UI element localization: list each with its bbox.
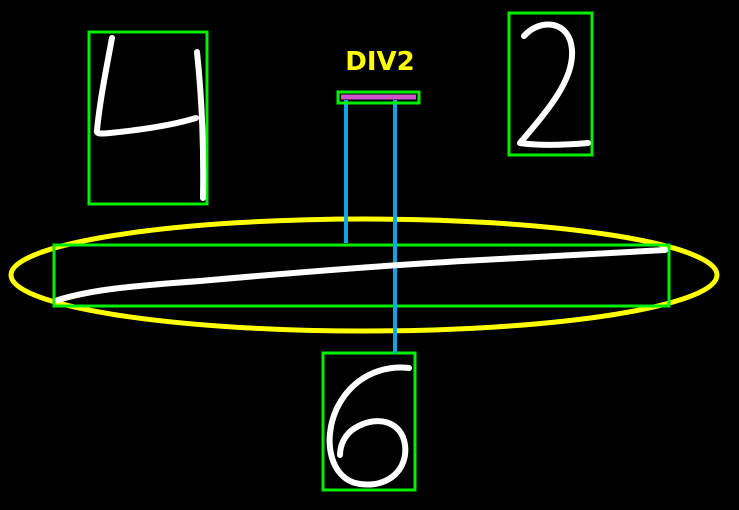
digit-4-strokes — [93, 35, 207, 201]
operator-label: DIV2 — [345, 47, 414, 77]
fraction-line-stroke — [55, 247, 668, 303]
digit-2-strokes — [517, 21, 591, 148]
digit-2-box — [507, 11, 594, 157]
fraction-line-box — [52, 243, 671, 308]
digit-6-strokes — [326, 364, 412, 488]
fraction-bar-ellipse — [8, 216, 720, 334]
digit-6-box — [321, 351, 417, 492]
operator-marker-box — [336, 90, 421, 105]
digit-4-box — [87, 30, 209, 206]
